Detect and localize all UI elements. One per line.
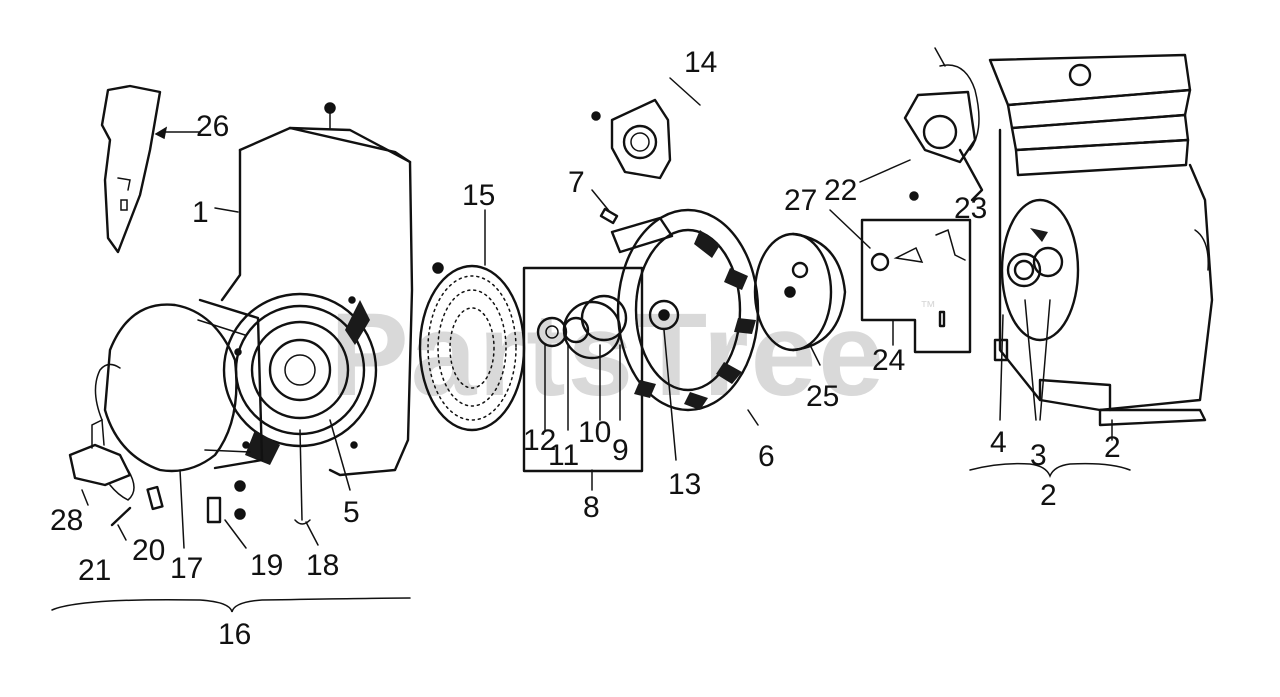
part-hub-13 <box>648 299 680 461</box>
callout-27: 27 <box>784 184 817 217</box>
callout-14: 14 <box>684 46 717 79</box>
callout-21: 21 <box>78 554 111 587</box>
callout-7: 7 <box>568 166 585 199</box>
part-ignition-coil <box>903 47 984 202</box>
group-bracket-2 <box>969 462 1131 479</box>
callout-26: 26 <box>196 110 229 143</box>
callout-28: 28 <box>50 504 83 537</box>
callout-6: 6 <box>758 440 775 473</box>
watermark-text: PartsTree <box>330 289 886 421</box>
callout-8: 8 <box>583 491 600 524</box>
callout-2-group: 2 <box>1040 479 1057 512</box>
part-rotating-screen <box>418 262 526 432</box>
callout-4: 4 <box>990 426 1007 459</box>
callout-20: 20 <box>132 534 165 567</box>
callout-17: 17 <box>170 552 203 585</box>
part-key <box>599 207 619 225</box>
part-starter-assembly-box <box>522 266 644 473</box>
callout-18: 18 <box>306 549 339 582</box>
callout-15: 15 <box>462 179 495 212</box>
callout-10: 10 <box>578 416 611 449</box>
callout-labels: 1 2 2 3 4 5 6 7 8 9 10 11 12 13 14 15 16… <box>50 46 1121 651</box>
watermark-trademark: ™ <box>920 299 936 316</box>
part-switch-wire <box>68 363 135 501</box>
part-small-hardware <box>110 429 311 527</box>
callout-13: 13 <box>668 468 701 501</box>
part-flywheel <box>610 208 760 412</box>
part-shield-plate <box>100 84 162 254</box>
part-engine-block <box>988 53 1214 427</box>
callout-23: 23 <box>954 192 987 225</box>
leader-lines <box>81 77 1113 549</box>
callout-1: 1 <box>192 196 209 229</box>
part-drum <box>753 232 847 352</box>
callout-9: 9 <box>612 434 629 467</box>
callout-25: 25 <box>806 380 839 413</box>
part-bearing-plate <box>591 98 672 180</box>
callout-12: 12 <box>523 424 556 457</box>
callout-3: 3 <box>1030 439 1047 472</box>
callout-16: 16 <box>218 618 251 651</box>
callout-2-engine: 2 <box>1104 431 1121 464</box>
callout-19: 19 <box>250 549 283 582</box>
callout-24: 24 <box>872 344 905 377</box>
group-bracket-16 <box>51 597 411 613</box>
part-breaker-box <box>860 218 972 354</box>
callout-22: 22 <box>824 174 857 207</box>
callout-11: 11 <box>548 439 579 472</box>
part-starter-cover <box>103 298 264 473</box>
callout-5: 5 <box>343 496 360 529</box>
